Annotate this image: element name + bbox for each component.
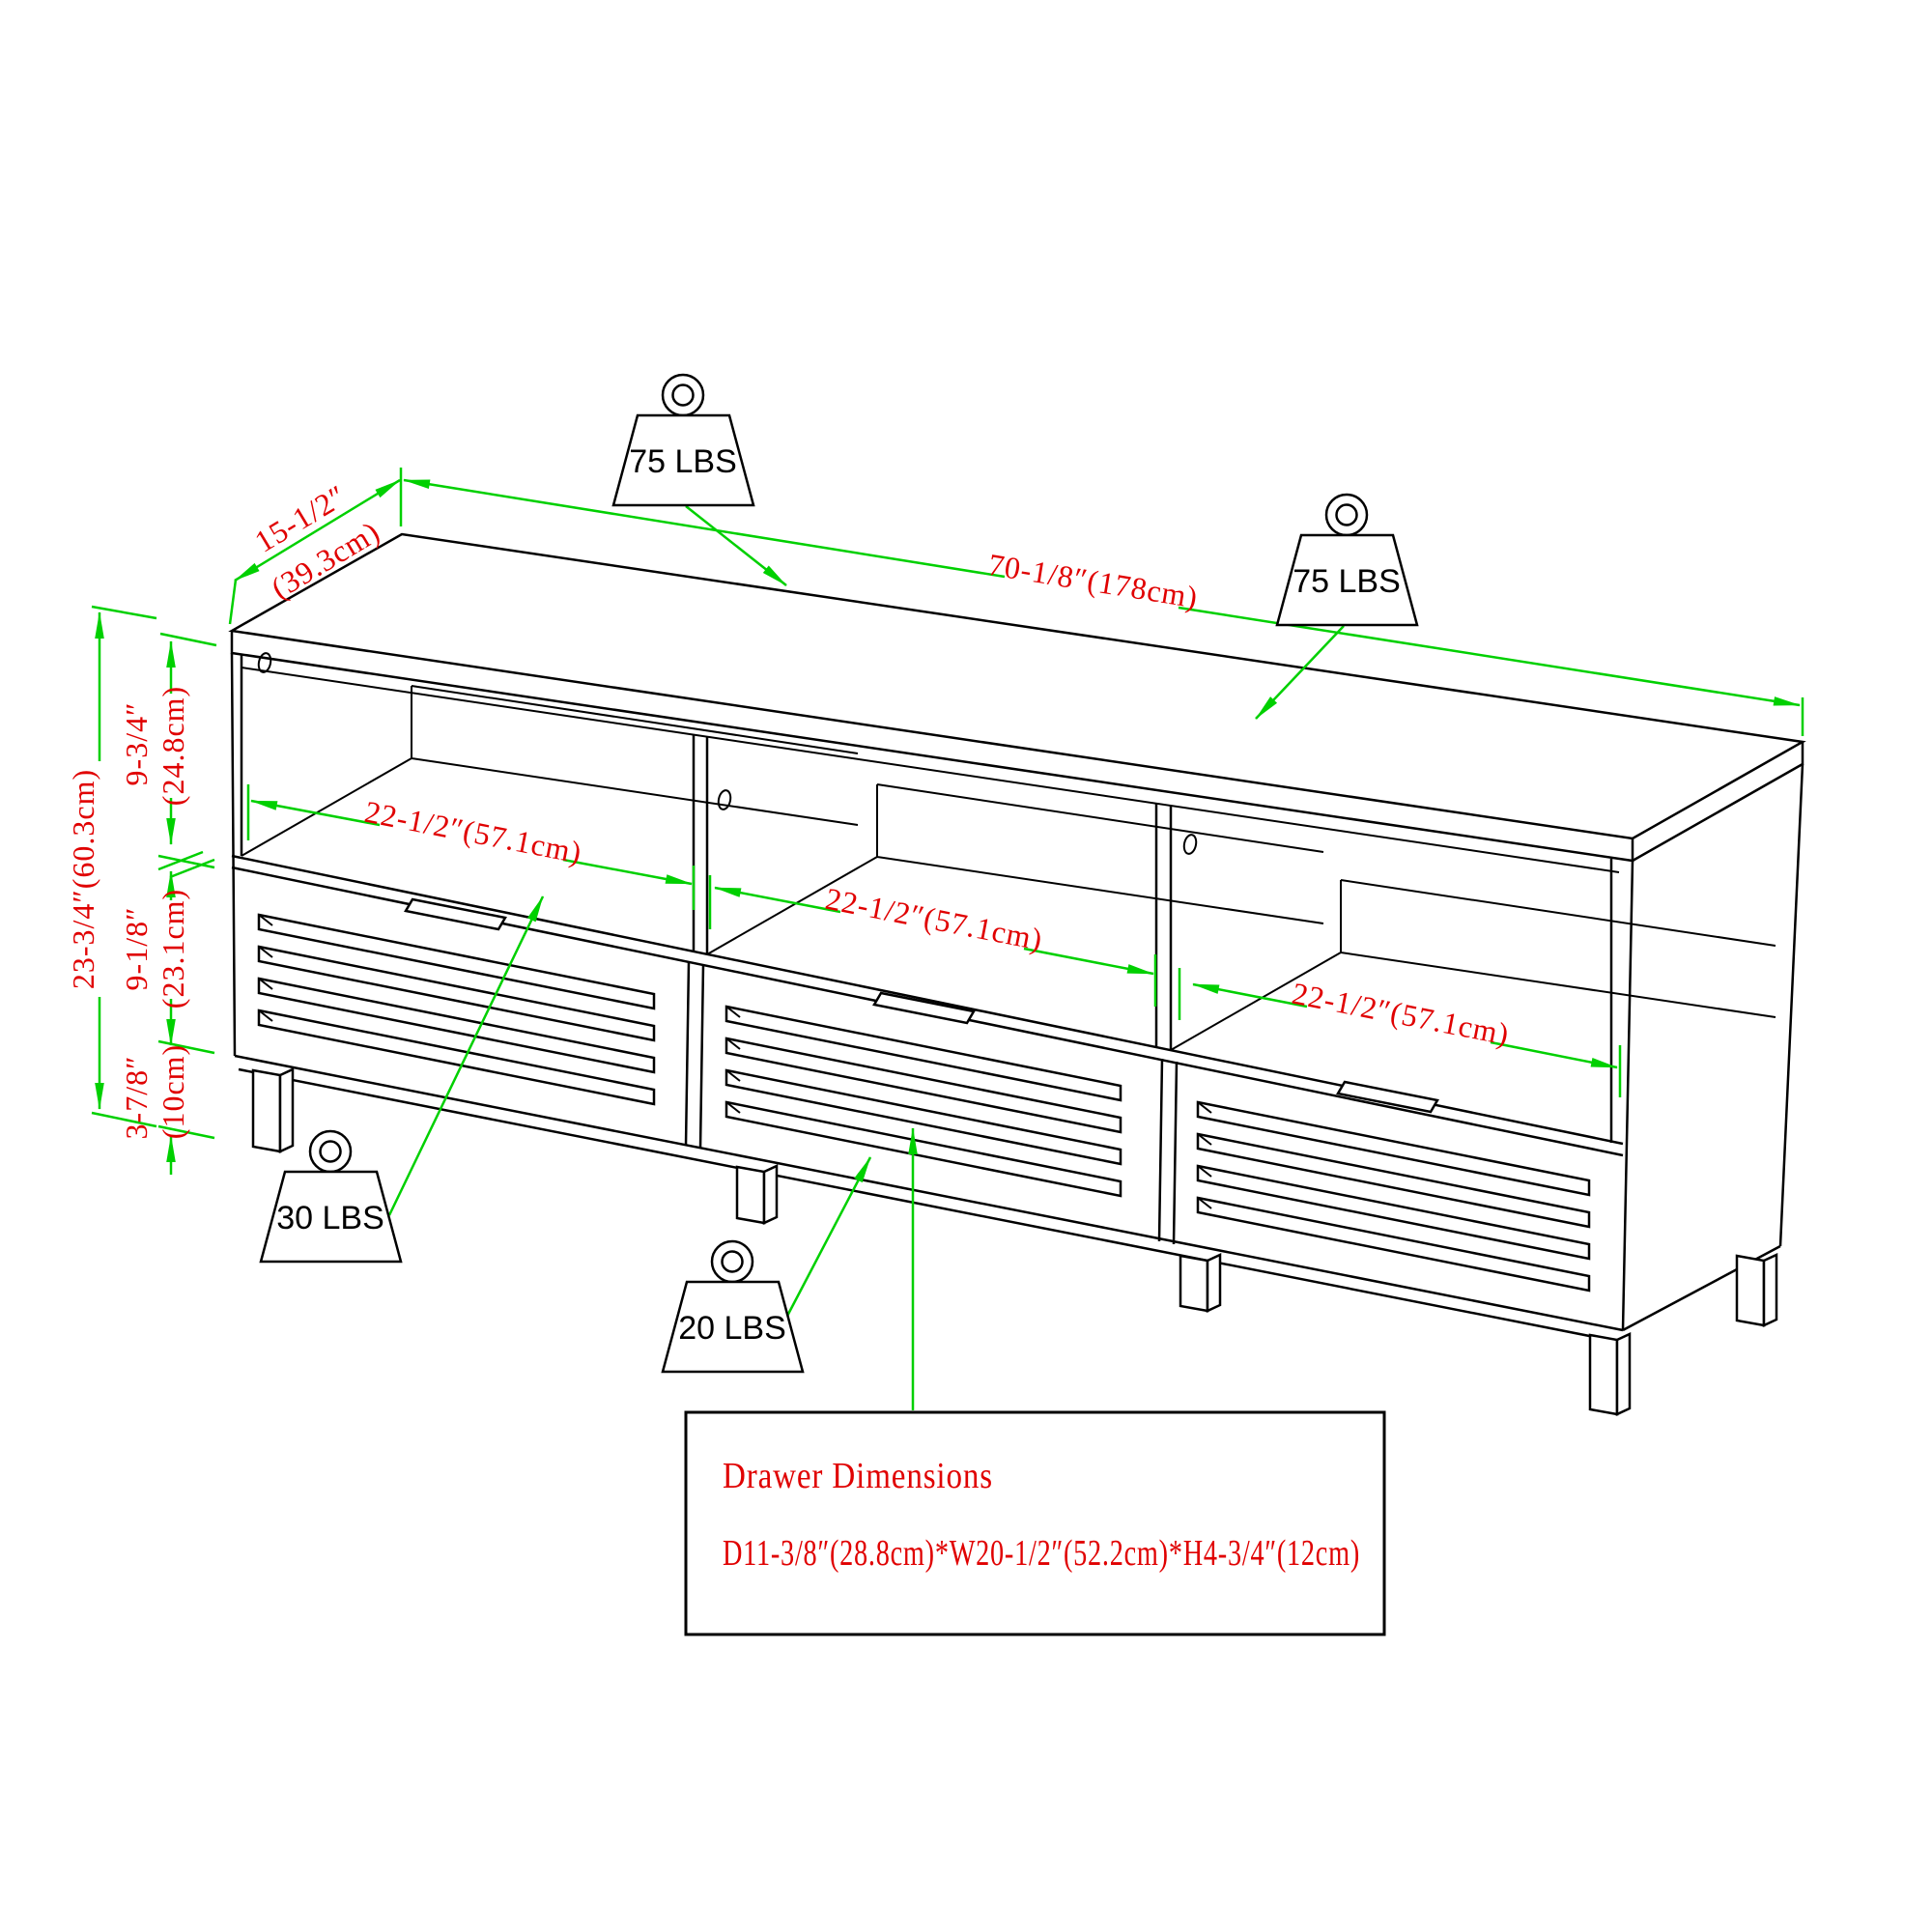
leader-weight-bottom-left <box>387 895 545 1216</box>
weight-body-icon <box>259 1170 403 1264</box>
weight-top-center-label: 75 LBS <box>629 443 737 480</box>
drawer-2-slats <box>724 1005 1122 1198</box>
total-height-label: 23-3/4″(60.3cm) <box>66 769 100 989</box>
leg-mid-right <box>1179 1254 1209 1313</box>
cubby-height-inches-label: 9-3/4″ <box>119 702 154 786</box>
weight-body-icon <box>661 1280 805 1374</box>
leg-front-right <box>1588 1333 1619 1416</box>
leg-height-inches-label: 3-7/8″ <box>119 1056 154 1140</box>
cam-hole-cubby-2 <box>717 789 732 810</box>
tv-stand-linework <box>228 532 1806 1416</box>
cam-hole-cubby-3 <box>1182 834 1198 855</box>
drawer-gap-2 <box>1157 1058 1179 1245</box>
weight-badge-top-right: 75 LBS <box>1275 493 1419 627</box>
drawer-1-handle <box>404 897 507 931</box>
right-side-panel <box>1609 763 1804 1332</box>
drawer-gap-1 <box>684 960 705 1150</box>
drawer-3-handle <box>1336 1080 1439 1114</box>
cubby-width-3-label: 22-1/2″(57.1cm) <box>1290 976 1513 1052</box>
cubby-width-2-label: 22-1/2″(57.1cm) <box>823 881 1046 957</box>
leg-height-cm-label: (10cm) <box>156 1044 190 1139</box>
leader-weight-bottom-center <box>782 1156 872 1322</box>
legs <box>251 1067 1778 1416</box>
drawer-height-cm-label: (23.1cm) <box>156 889 190 1009</box>
weight-bottom-center-label: 20 LBS <box>678 1310 786 1347</box>
leader-weight-top-right <box>1255 625 1345 720</box>
drawer-3-slats <box>1196 1100 1591 1293</box>
weight-badge-top-center: 75 LBS <box>611 373 755 507</box>
weight-badge-bottom-left: 30 LBS <box>259 1129 403 1264</box>
leg-back-right <box>1735 1254 1766 1327</box>
cam-hole-cubby-1 <box>257 652 272 673</box>
weight-body-icon <box>611 413 755 507</box>
drawer-2-handle <box>872 991 976 1025</box>
cubby-height-cm-label: (24.8cm) <box>156 686 190 806</box>
leg-mid-left <box>735 1165 766 1225</box>
weight-body-icon <box>1275 533 1419 627</box>
drawer-dimensions-note-box: Drawer Dimensions D11-3/8″(28.8cm)*W20-1… <box>684 1410 1386 1636</box>
note-box-specs: D11-3/8″(28.8cm)*W20-1/2″(52.2cm)*H4-3/4… <box>723 1533 1360 1574</box>
cubby-divider-1 <box>692 735 709 954</box>
cubby-1-interior <box>241 685 859 857</box>
drawer-height-inches-label: 9-1/8″ <box>119 907 154 991</box>
note-box-title: Drawer Dimensions <box>723 1456 993 1496</box>
weight-badge-bottom-center: 20 LBS <box>661 1239 805 1374</box>
weight-badges: 75 LBS 75 LBS 30 LBS 20 LBS <box>259 373 1419 1374</box>
width-label: 70-1/8″(178cm) <box>986 547 1201 615</box>
bottom-edge <box>234 1054 1630 1346</box>
cubby-width-1-label: 22-1/2″(57.1cm) <box>362 794 585 870</box>
break-symbol <box>157 850 215 879</box>
drawer-1-slats <box>257 913 656 1106</box>
weight-bottom-left-label: 30 LBS <box>276 1200 384 1236</box>
cubby-3-interior <box>1170 879 1776 1051</box>
left-side-panel <box>230 652 243 1057</box>
leg-front-left <box>251 1068 282 1153</box>
cubby-2-interior <box>706 783 1324 955</box>
leader-weight-top-center <box>685 505 787 586</box>
cubby-divider-2 <box>1154 804 1173 1050</box>
weight-top-right-label: 75 LBS <box>1293 563 1401 600</box>
